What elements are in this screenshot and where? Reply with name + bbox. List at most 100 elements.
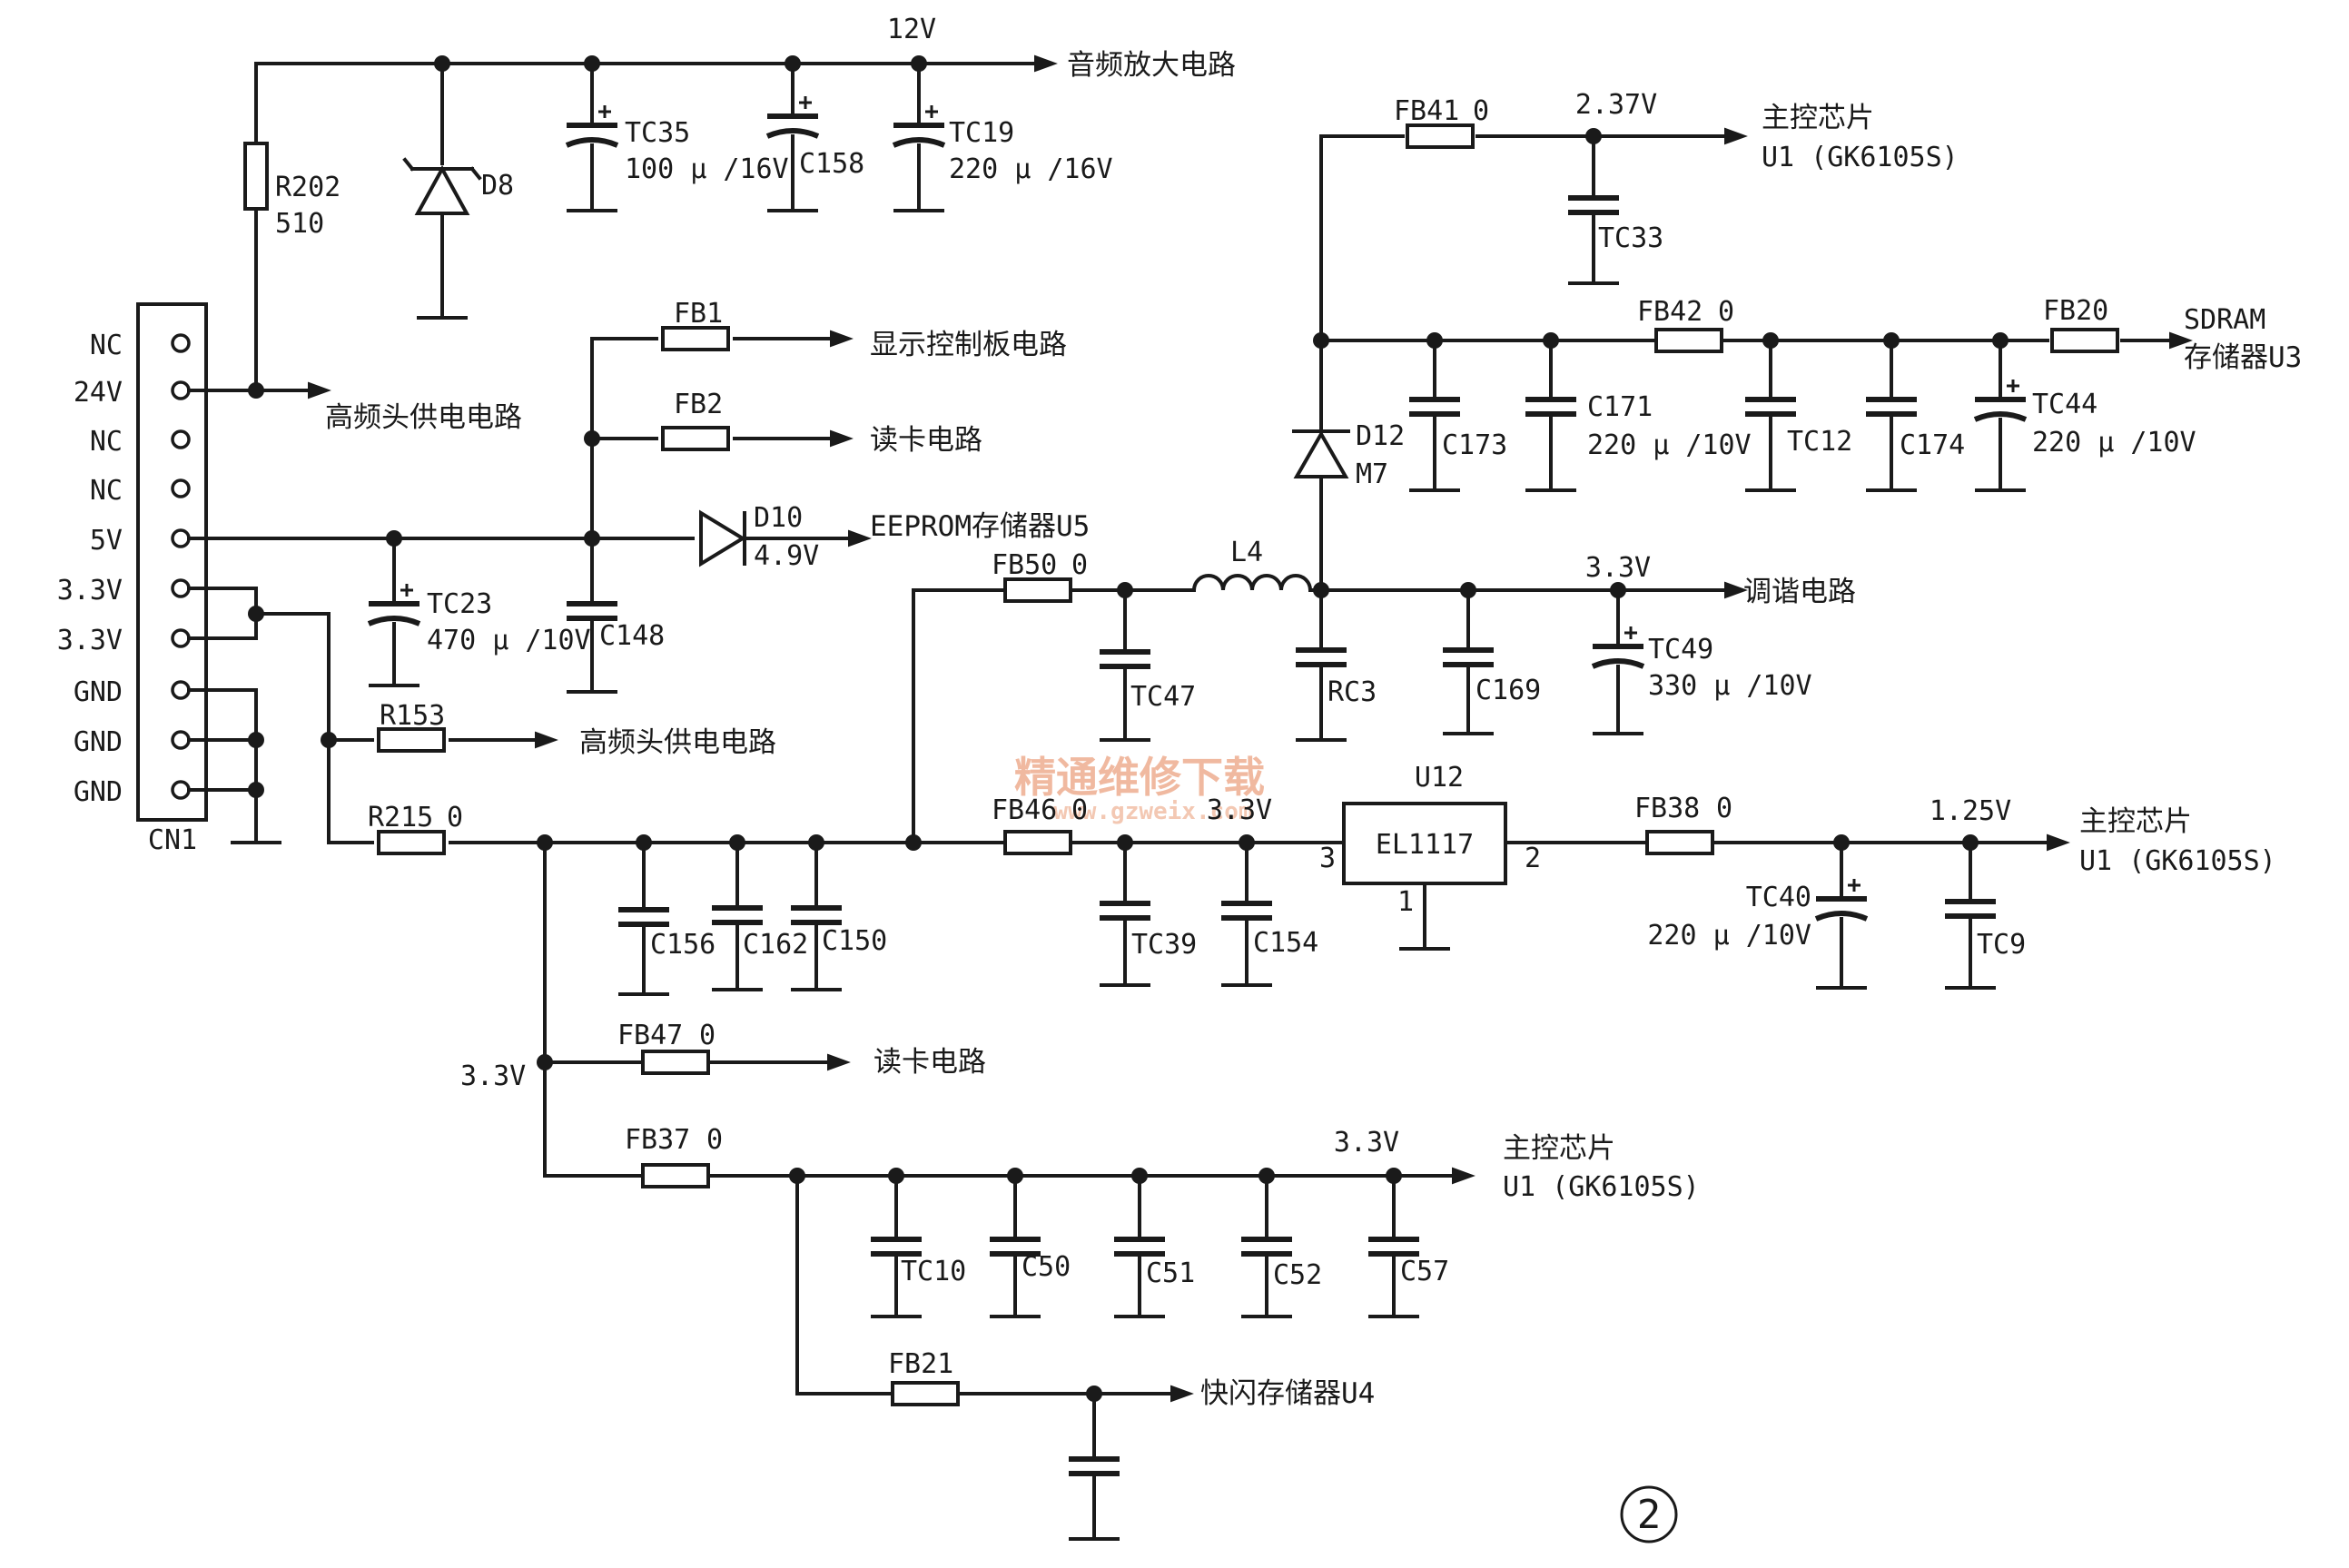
capacitor-c169: C169 — [1443, 588, 1541, 735]
svg-text:R215: R215 — [368, 802, 433, 833]
dest-tuning: 调谐电路 — [1743, 576, 1856, 608]
watermark-text: 精通维修下载 — [1014, 753, 1265, 802]
cn1-pin-1-label: NC — [90, 330, 123, 361]
capacitor-c57: C57 — [1368, 1174, 1449, 1318]
svg-text:C174: C174 — [1900, 429, 1965, 461]
svg-text:FB1: FB1 — [674, 298, 723, 330]
svg-text:0: 0 — [1071, 794, 1088, 826]
cn1-pin-7-label: 3.3V — [57, 625, 123, 656]
net-3v3-label-1: 3.3V — [460, 1060, 526, 1092]
capacitor-c52: C52 — [1241, 1174, 1322, 1318]
ferrite-fb42: FB42 0 — [1637, 296, 1734, 353]
svg-text:TC9: TC9 — [1977, 929, 2026, 961]
dest-flash: 快闪存储器U4 — [1200, 1377, 1375, 1410]
zener-d8: D8 — [402, 62, 514, 320]
figure-number: 2 — [1620, 1485, 1678, 1543]
svg-text:TC47: TC47 — [1130, 681, 1196, 713]
dest-main-chip-1: 主控芯片 — [1762, 102, 1874, 134]
capacitor-c174: C174 — [1866, 339, 1965, 492]
svg-text:0: 0 — [1716, 793, 1732, 824]
inductor-l4: L4 — [1191, 537, 1313, 593]
diode-d10: D10 4.9V — [699, 502, 819, 572]
svg-text:TC39: TC39 — [1131, 929, 1197, 961]
svg-text:C150: C150 — [822, 925, 887, 957]
svg-text:TC35: TC35 — [625, 117, 690, 149]
dest-card-reader-1: 读卡电路 — [870, 424, 982, 457]
net-1v25-label: 1.25V — [1930, 795, 2011, 827]
svg-text:510: 510 — [275, 208, 324, 240]
resistor-r215: R215 0 — [368, 802, 463, 855]
capacitor-tc40: TC40 220 μ /10V — [1647, 841, 1867, 990]
svg-text:U12: U12 — [1415, 762, 1464, 794]
svg-text:FB46: FB46 — [992, 794, 1057, 826]
svg-text:TC10: TC10 — [901, 1256, 966, 1287]
net-2v37: 2.37V 主控芯片 U1 (GK6105S) SDRAM 存储器U3 — [1313, 89, 2302, 592]
capacitor-c50: C50 — [990, 1174, 1071, 1318]
watermark-url: www.gzweix.com — [1053, 798, 1252, 825]
resistor-r202: R202 510 — [243, 142, 341, 240]
net-3v3-label-2: 3.3V — [1334, 1127, 1399, 1159]
dest-main-chip-3: 主控芯片 — [1503, 1132, 1615, 1165]
svg-text:220 μ /16V: 220 μ /16V — [949, 153, 1113, 185]
gnd-bus — [187, 688, 281, 844]
capacitor-c51: C51 — [1114, 1174, 1195, 1318]
svg-text:C154: C154 — [1253, 927, 1318, 959]
svg-text:TC33: TC33 — [1598, 222, 1663, 254]
svg-text:C162: C162 — [743, 929, 808, 961]
svg-text:2: 2 — [1525, 843, 1541, 874]
svg-text:4.9V: 4.9V — [754, 540, 819, 572]
svg-text:FB21: FB21 — [888, 1348, 953, 1380]
net-1v25: 1.25V 主控芯片 U1 (GK6105S) — [1504, 795, 2276, 877]
svg-text:C148: C148 — [599, 620, 665, 652]
capacitor-c158: C158 — [767, 62, 864, 212]
capacitor-c162: C162 — [712, 841, 808, 991]
cn1-pin-5-label: 5V — [90, 525, 123, 557]
capacitor-tc49: TC49 330 μ /10V — [1593, 588, 1812, 735]
capacitor-tc9: TC9 — [1945, 841, 2026, 990]
svg-text:M7: M7 — [1356, 459, 1388, 490]
svg-text:D10: D10 — [754, 502, 803, 534]
dest-tuner-power-1: 高频头供电电路 — [325, 401, 522, 434]
svg-text:220 μ /10V: 220 μ /10V — [2032, 427, 2196, 459]
capacitor-tc23: TC23 470 μ /10V — [369, 537, 591, 687]
svg-text:TC23: TC23 — [427, 588, 492, 620]
svg-text:C169: C169 — [1476, 675, 1541, 706]
svg-text:FB47: FB47 — [617, 1020, 683, 1051]
svg-text:RC3: RC3 — [1327, 676, 1377, 708]
regulator-u12: EL1117 U12 3 2 1 — [1319, 762, 1541, 951]
svg-text:2: 2 — [1637, 1492, 1662, 1538]
capacitor-tc47: TC47 — [1100, 588, 1196, 742]
svg-text:FB42: FB42 — [1637, 296, 1703, 328]
dest-main-chip-2: 主控芯片 — [2079, 805, 2192, 838]
capacitor-tc10: TC10 — [871, 1174, 966, 1318]
cn1-ref: CN1 — [148, 824, 197, 856]
dest-card-reader-2: 读卡电路 — [873, 1046, 986, 1079]
ferrite-fb50: FB50 0 — [992, 549, 1088, 603]
dest-audio-amp: 音频放大电路 — [1067, 49, 1236, 82]
capacitor-flash-decoupling — [1069, 1392, 1120, 1541]
dest-main-chip-part-2: U1 (GK6105S) — [2079, 845, 2276, 877]
svg-text:470 μ /10V: 470 μ /10V — [427, 625, 591, 656]
diode-d12: D12 M7 — [1292, 420, 1405, 490]
svg-text:220 μ /10V: 220 μ /10V — [1647, 920, 1811, 952]
capacitor-c173: C173 — [1409, 339, 1507, 492]
svg-text:TC12: TC12 — [1787, 426, 1852, 458]
svg-text:C171: C171 — [1587, 391, 1653, 423]
svg-text:FB41: FB41 — [1394, 95, 1459, 127]
capacitor-rc3: RC3 — [1296, 588, 1377, 742]
svg-text:C156: C156 — [650, 929, 716, 961]
svg-text:1: 1 — [1397, 886, 1414, 918]
capacitor-c156: C156 — [618, 841, 716, 996]
cn1-pin-8-label: GND — [74, 676, 123, 708]
ferrite-fb2: FB2 — [661, 389, 730, 451]
ferrite-fb1: FB1 — [661, 298, 730, 351]
svg-text:C57: C57 — [1400, 1256, 1449, 1287]
svg-text:FB50: FB50 — [992, 549, 1057, 581]
ferrite-fb38: FB38 0 — [1634, 793, 1732, 855]
svg-text:TC44: TC44 — [2032, 389, 2097, 420]
svg-text:C173: C173 — [1442, 429, 1507, 461]
net-12v-label: 12V — [887, 14, 936, 45]
svg-text:D8: D8 — [481, 170, 514, 202]
svg-text:0: 0 — [1473, 95, 1489, 127]
